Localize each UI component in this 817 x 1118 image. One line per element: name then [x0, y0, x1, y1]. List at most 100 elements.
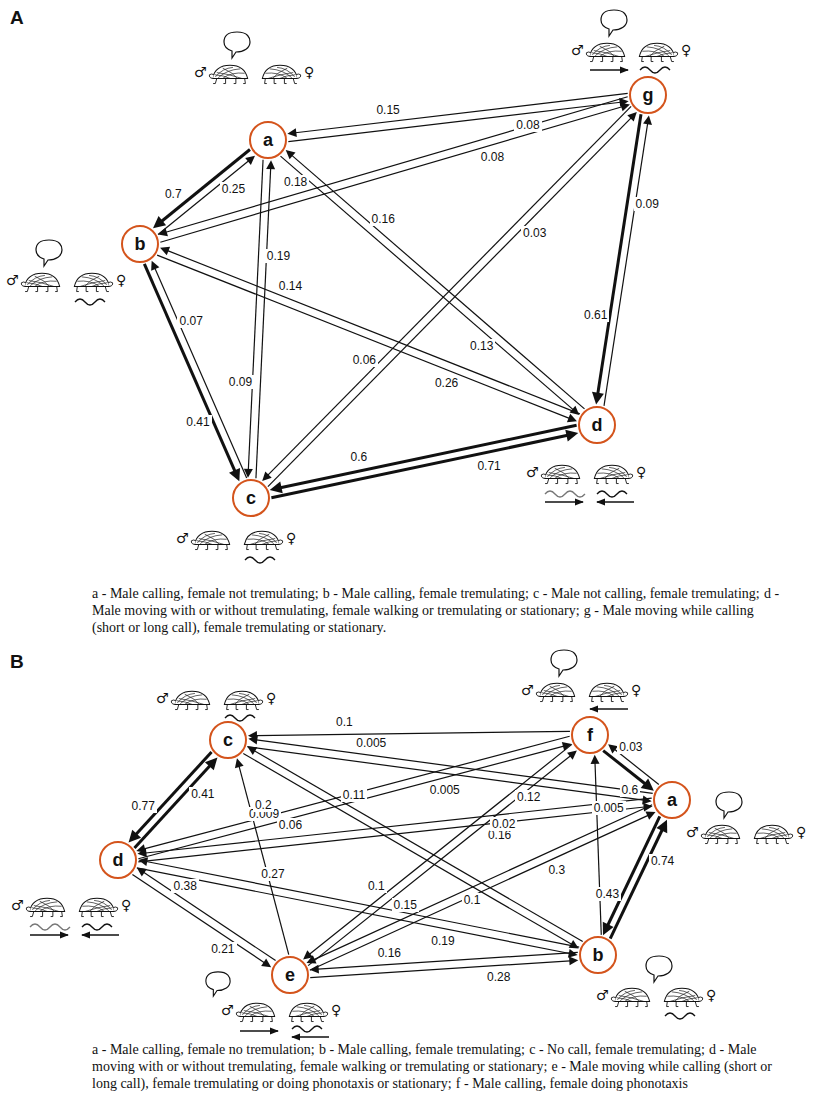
transition-line [254, 751, 582, 942]
female-symbol: ♀ [681, 43, 691, 57]
transition-probability: 0.03 [521, 226, 548, 240]
male-beetle [541, 465, 579, 483]
male-symbol: ♂ [686, 825, 699, 839]
transition-probability: 0.41 [189, 787, 216, 801]
female-symbol: ♀ [304, 65, 314, 79]
transition-probability: 0.1 [334, 715, 355, 729]
male-symbol: ♂ [6, 273, 19, 287]
state-circle: d [99, 841, 137, 879]
female-beetle [639, 43, 677, 61]
arrow-head [158, 228, 168, 237]
transition-line [138, 807, 644, 862]
state-circle: g [629, 76, 667, 114]
transition-line [271, 435, 567, 498]
state-description: b - Male calling, female tremulating; [319, 1042, 525, 1057]
arrow-head [287, 128, 296, 137]
arrow-head [645, 812, 655, 820]
call-bubble [601, 10, 627, 36]
transition-line [144, 736, 570, 849]
state-letter: d [592, 416, 603, 434]
transition-line [243, 754, 571, 945]
transition-line [309, 744, 571, 954]
transition-arrow [248, 731, 570, 740]
female-symbol: ♀ [636, 465, 646, 479]
transition-line [603, 751, 645, 784]
transition-line [239, 766, 289, 954]
male-beetle [21, 273, 59, 291]
move-arrow [240, 1030, 278, 1031]
transition-line [155, 268, 247, 478]
transition-line [146, 798, 652, 853]
transition-line [598, 114, 641, 394]
female-beetle [664, 988, 702, 1006]
transition-arrow [270, 425, 577, 493]
transition-arrow [132, 874, 271, 967]
state-circle: a [653, 781, 691, 819]
arrow-head [641, 779, 654, 791]
transition-line [144, 872, 276, 960]
transition-arrow [136, 736, 569, 853]
arrow-head [261, 958, 271, 967]
transition-probability: 0.14 [277, 279, 304, 293]
transition-probability: 0.16 [370, 212, 397, 226]
call-bubble [716, 792, 742, 818]
female-beetle [754, 825, 792, 843]
transition-probability: 0.11 [341, 788, 367, 802]
male-symbol: ♂ [11, 898, 24, 912]
transition-arrow [244, 160, 263, 478]
state-circle: b [579, 936, 617, 974]
state-letter: f [587, 726, 593, 744]
transition-line [160, 107, 622, 242]
male-symbol: ♂ [221, 1003, 234, 1017]
transition-probability: 0.6 [620, 783, 641, 797]
transition-line [256, 731, 570, 735]
move-arrow [590, 69, 628, 70]
transition-arrow [158, 156, 255, 235]
transition-arrow [308, 751, 577, 966]
transition-arrow [280, 156, 579, 415]
panel-letter: A [10, 8, 24, 27]
state-circle: d [578, 406, 616, 444]
transition-line [256, 168, 271, 478]
call-bubble [206, 972, 230, 996]
arrow-head [137, 868, 147, 877]
state-letter: b [135, 235, 146, 253]
transition-line [280, 425, 576, 488]
move-arrow [292, 1036, 329, 1037]
arrow-head [565, 430, 578, 442]
arrow-head [603, 922, 614, 935]
transition-arrow [137, 868, 578, 958]
beetle-drawings [21, 10, 792, 1037]
tremulation-wave [640, 67, 670, 73]
arrow-head [137, 848, 146, 857]
arrow-head [303, 950, 313, 959]
arrow-head [592, 392, 604, 405]
transition-arrow [157, 255, 577, 422]
move-arrow [545, 501, 583, 502]
arrow-head [138, 857, 148, 866]
tremulation-wave [665, 1013, 695, 1019]
transition-arrow [138, 803, 652, 862]
female-beetle [262, 65, 300, 83]
tremulation-wave [597, 491, 627, 497]
arrow-head [266, 160, 275, 169]
arrow-head [235, 758, 244, 768]
transition-arrow [303, 744, 572, 959]
transition-arrow [151, 261, 247, 478]
transition-arrow [138, 857, 579, 947]
tremulation-wave [545, 491, 585, 497]
transition-probability: 0.18 [282, 175, 309, 189]
transition-probability: 0.41 [184, 415, 211, 429]
arrow-head [627, 112, 637, 122]
male-beetle [26, 898, 64, 916]
male-symbol: ♂ [526, 465, 539, 479]
state-description: c - Male not calling, female tremulating… [533, 586, 760, 601]
transition-line [610, 830, 662, 939]
arrow-head [247, 747, 257, 755]
transition-probability: 0.12 [515, 790, 542, 804]
transition-line [132, 874, 264, 962]
female-symbol: ♀ [286, 531, 296, 545]
male-symbol: ♂ [156, 691, 169, 705]
transition-arrow [603, 816, 660, 935]
